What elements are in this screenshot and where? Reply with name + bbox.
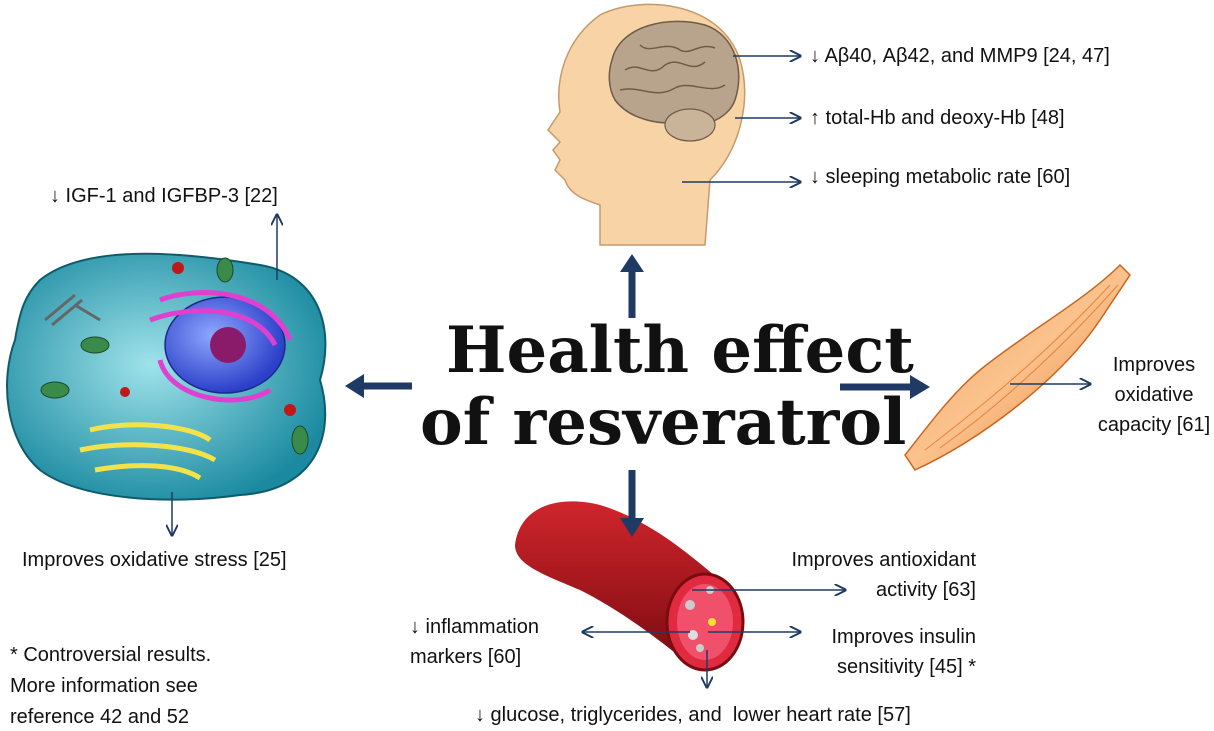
cell-bottom-effect: Improves oxidative stress [25]: [22, 549, 287, 571]
muscle-effect-line: Improves: [1112, 354, 1196, 376]
blood-vessel-illustration: [515, 501, 745, 672]
brain-effect-2: ↑ total-Hb and deoxy-Hb [48]: [810, 107, 1065, 129]
brain-effect-1: ↓ Aβ40, Aβ42, and MMP9 [24, 47]: [810, 45, 1110, 67]
cell-top-effect: ↓ IGF-1 and IGFBP-3 [22]: [50, 185, 278, 207]
inflammation-line: markers [60]: [410, 646, 522, 668]
muscle-illustration: [904, 263, 1131, 471]
footnote-line: reference 42 and 52: [10, 706, 190, 728]
footnote: * Controversial results. More informatio…: [10, 640, 211, 731]
insulin-line: Improves insulin: [831, 626, 976, 648]
antioxidant-effect: Improves antioxidant activity [63]: [740, 545, 976, 605]
effect-arrows: [172, 56, 1090, 687]
head-illustration: [547, 3, 746, 246]
insulin-line: sensitivity [45] *: [837, 656, 976, 678]
cell-illustration: [6, 252, 327, 501]
title-line-2: of resveratrol: [420, 385, 907, 460]
footnote-line: * Controversial results.: [10, 644, 212, 666]
title-line-1: Health effect: [446, 313, 914, 388]
big-arrows: [345, 254, 930, 537]
muscle-effect-line: capacity [61]: [1097, 414, 1211, 436]
insulin-effect: Improves insulin sensitivity [45] *: [760, 622, 976, 682]
antioxidant-line: activity [63]: [875, 579, 976, 601]
muscle-effect-line: oxidative: [1114, 384, 1194, 406]
muscle-effect: Improves oxidative capacity [61]: [1094, 350, 1214, 440]
vessel-bottom-effect: ↓ glucose, triglycerides, and lower hear…: [475, 704, 911, 726]
footnote-line: More information see: [10, 675, 198, 697]
brain-icon: [608, 20, 740, 126]
inflammation-effect: ↓ inflammation markers [60]: [410, 612, 539, 672]
antioxidant-line: Improves antioxidant: [791, 549, 976, 571]
inflammation-line: ↓ inflammation: [410, 616, 539, 638]
brain-effect-3: ↓ sleeping metabolic rate [60]: [810, 166, 1071, 188]
